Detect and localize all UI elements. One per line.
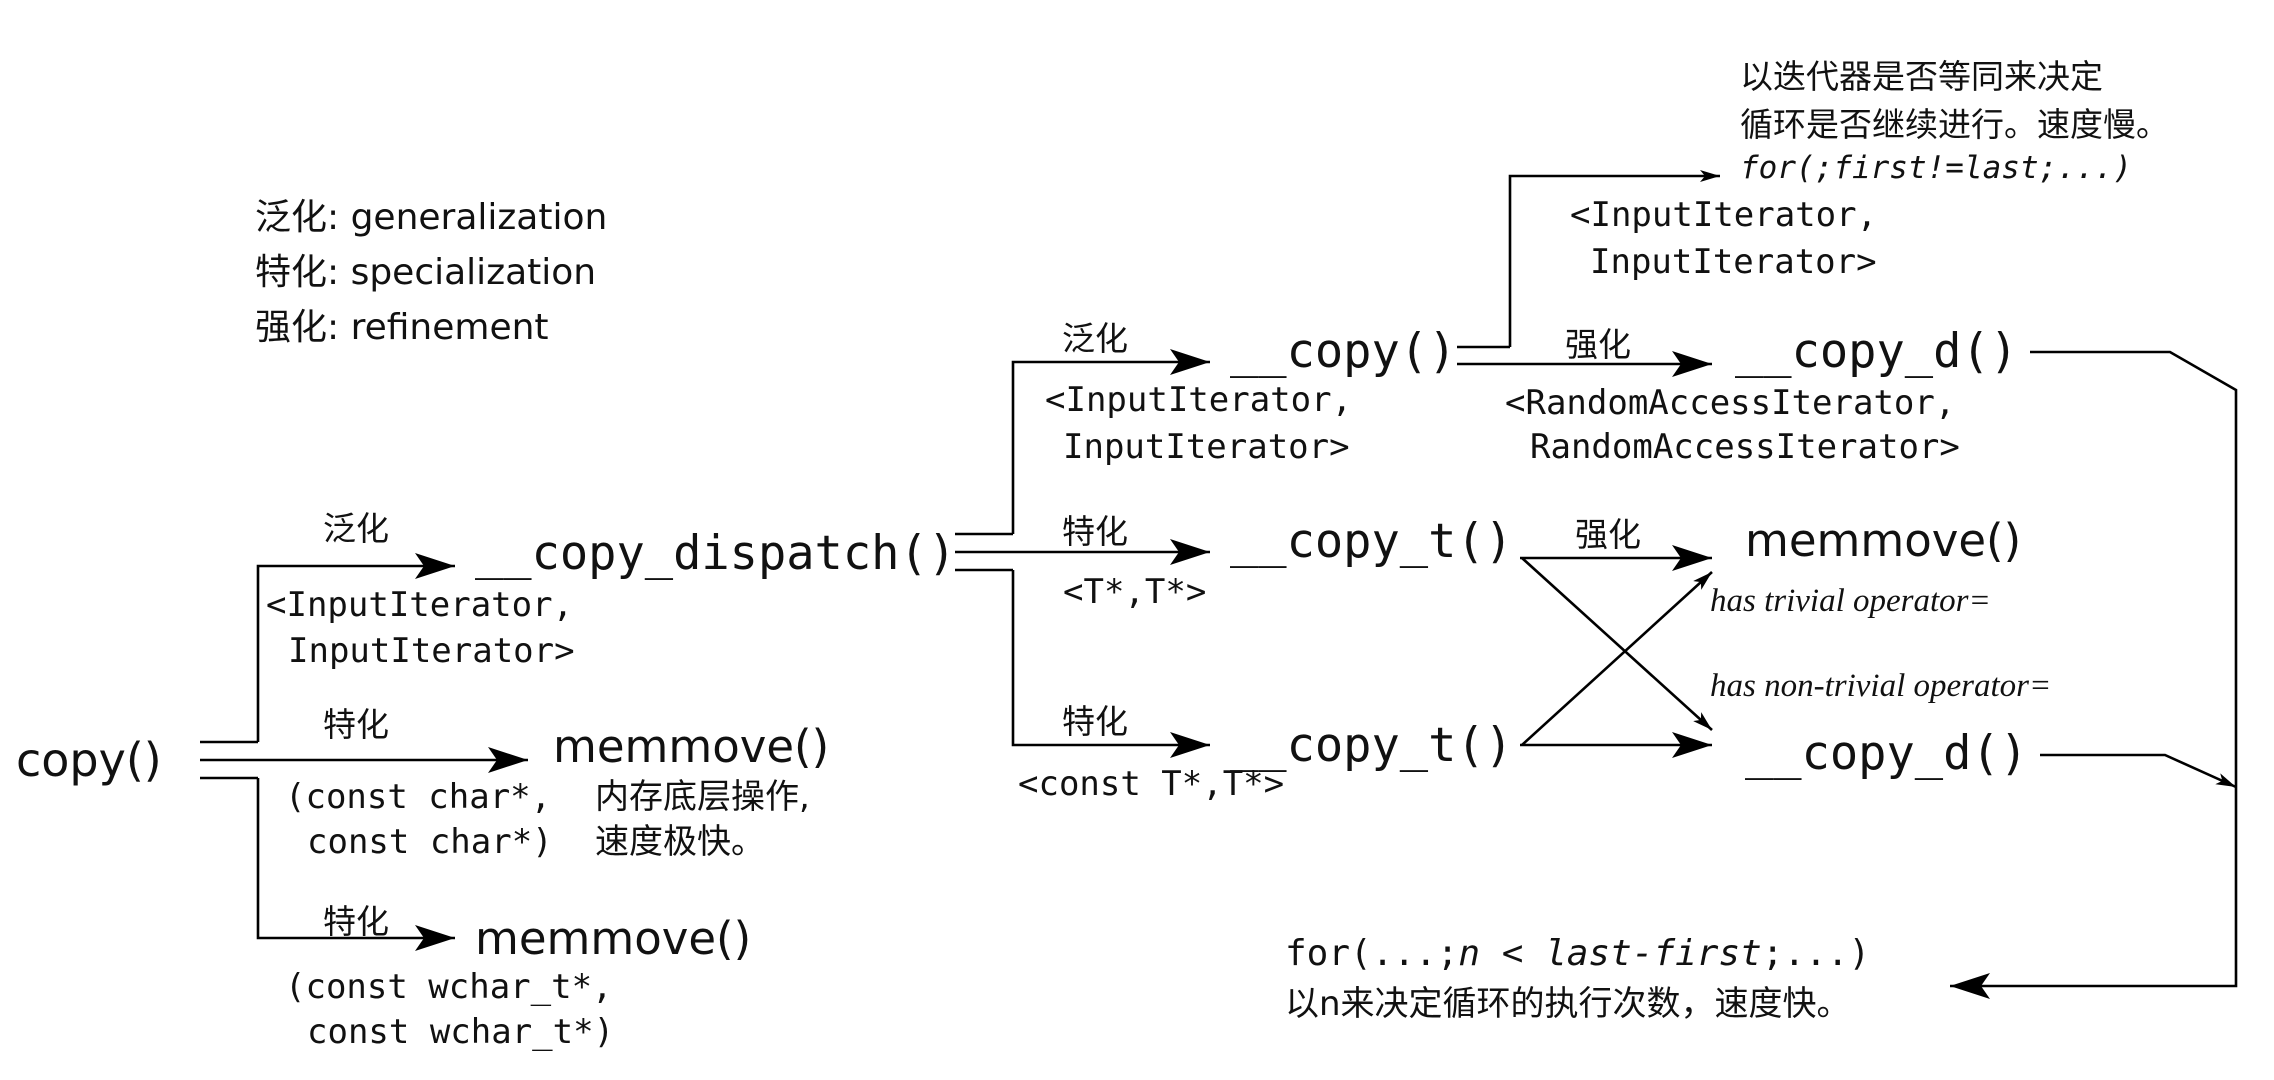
node-copy-root: copy(): [16, 733, 162, 787]
label-refinement: 强化: [1565, 325, 1631, 364]
legend-generalization: 泛化: generalization: [255, 197, 608, 238]
copy-param-1: <InputIterator,: [1045, 380, 1353, 420]
copy-param-2: InputIterator>: [1063, 427, 1350, 467]
fast-note-code: for(...;n < last-first;...): [1285, 935, 1870, 972]
arrow-copy-t-const-to-memmove: [1521, 571, 1713, 746]
random-param-1: <RandomAccessIterator,: [1505, 383, 1956, 423]
node-copy-t-const: __copy_t(): [1230, 718, 1513, 773]
dispatch-param-2: InputIterator>: [288, 631, 575, 671]
node-copy-dispatch: __copy_dispatch(): [475, 526, 957, 581]
trivial-note: has trivial operator=: [1710, 583, 1991, 619]
fast-code-suffix: ;...): [1761, 933, 1871, 974]
fast-note-line: 以n来决定循环的执行次数，速度快。: [1285, 984, 1851, 1024]
arrow-copy-d-bottom-to-fast-note: [2040, 753, 2237, 789]
arrow-copy-to-input-branch: [1508, 170, 1720, 347]
input-branch-param-2: InputIterator>: [1590, 242, 1877, 282]
label-generalization: 泛化: [323, 509, 389, 548]
legend-refinement: 强化: refinement: [255, 307, 549, 348]
nontrivial-note: has non-trivial operator=: [1710, 668, 2052, 704]
copy-t-const-param: <const T*,T*>: [1018, 764, 1285, 804]
node-copy-d-bottom: __copy_d(): [1745, 726, 2028, 781]
arrow-dispatch-to-copy: [1011, 349, 1210, 534]
random-param-2: RandomAccessIterator>: [1530, 427, 1960, 467]
slow-note-line1: 以迭代器是否等同来决定: [1740, 57, 2103, 96]
label-specialization: 特化: [1062, 512, 1128, 551]
label-refinement: 强化: [1575, 515, 1641, 554]
legend-specialization: 特化: specialization: [255, 252, 597, 293]
copy-t-ptr-param: <T*,T*>: [1063, 572, 1207, 612]
fast-code-condition: n < last-first: [1458, 933, 1762, 974]
node-memmove-wchar: memmove(): [475, 912, 752, 965]
node-copy: __copy(): [1230, 324, 1457, 379]
slow-note-code: for(;first!=last;...): [1740, 150, 2132, 186]
wchar-param-1: (const wchar_t*,: [285, 967, 613, 1007]
fast-code-prefix: for(...;: [1285, 933, 1459, 974]
label-generalization: 泛化: [1062, 319, 1128, 358]
input-branch-param-1: <InputIterator,: [1570, 195, 1878, 235]
wchar-param-2: const wchar_t*): [307, 1012, 615, 1052]
char-param-1: (const char*,: [285, 777, 552, 817]
node-copy-t-ptr: __copy_t(): [1230, 514, 1513, 569]
node-copy-d-top: __copy_d(): [1735, 324, 2018, 379]
node-memmove-char: memmove(): [553, 720, 830, 773]
slow-note-line2: 循环是否继续进行。速度慢。: [1740, 105, 2169, 144]
arrow-dispatch-to-copy-t-const: [1011, 570, 1210, 758]
arrow-copy-t-ptr-to-copy-d: [1521, 557, 1713, 731]
dispatch-param-1: <InputIterator,: [266, 585, 574, 625]
arrow-copy-d-top-to-fast-note: [1950, 350, 2238, 999]
label-specialization: 特化: [323, 902, 389, 941]
arrow-copy-to-dispatch: [256, 553, 455, 742]
char-param-2: const char*): [307, 822, 553, 862]
label-specialization: 特化: [323, 705, 389, 744]
node-memmove-trivial: memmove(): [1745, 514, 2022, 567]
char-note-1: 内存底层操作,: [595, 777, 810, 817]
label-specialization: 特化: [1062, 702, 1128, 741]
char-note-2: 速度极快。: [595, 822, 765, 862]
arrow-copy-to-memmove-wchar: [256, 778, 455, 951]
